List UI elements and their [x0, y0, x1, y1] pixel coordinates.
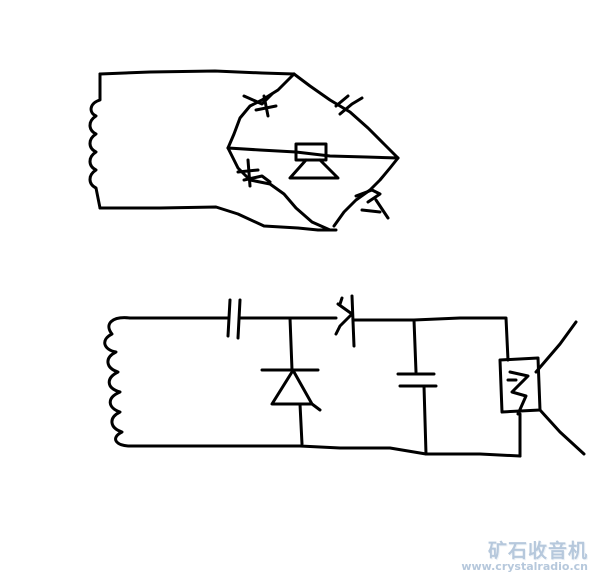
top-earphone-icon	[288, 142, 340, 180]
bridge-right-upper-arm	[292, 72, 400, 160]
top-wire-upper	[98, 69, 296, 76]
bridge-left-upper-arm	[226, 72, 296, 150]
bottom-wire-ground	[150, 444, 522, 458]
bridge-diode-upper-right	[334, 94, 364, 116]
watermark-url: www.crystalradio.cn	[461, 560, 588, 573]
bridge-left-lower-arm	[226, 146, 332, 232]
bridge-middle-line	[226, 146, 400, 160]
shunt-diode	[260, 316, 322, 412]
bottom-wire-top-right	[352, 316, 510, 362]
bottom-earphone-icon	[498, 356, 542, 416]
bottom-coil	[103, 316, 154, 448]
top-wire-lower	[98, 205, 338, 232]
series-diode	[334, 294, 356, 348]
top-circuit	[88, 69, 400, 232]
bridge-diode-upper-left	[242, 92, 278, 118]
shunt-diode-lead	[298, 402, 304, 446]
top-coil	[88, 72, 102, 210]
bottom-circuit	[103, 294, 586, 458]
filter-capacitor	[396, 318, 438, 456]
bridge-diode-lower-right	[354, 188, 390, 220]
watermark-title: 矿石收音机	[487, 540, 588, 562]
earphone-horn	[534, 320, 586, 456]
series-capacitor	[226, 298, 242, 340]
bridge-diode-lower-left	[236, 158, 272, 188]
